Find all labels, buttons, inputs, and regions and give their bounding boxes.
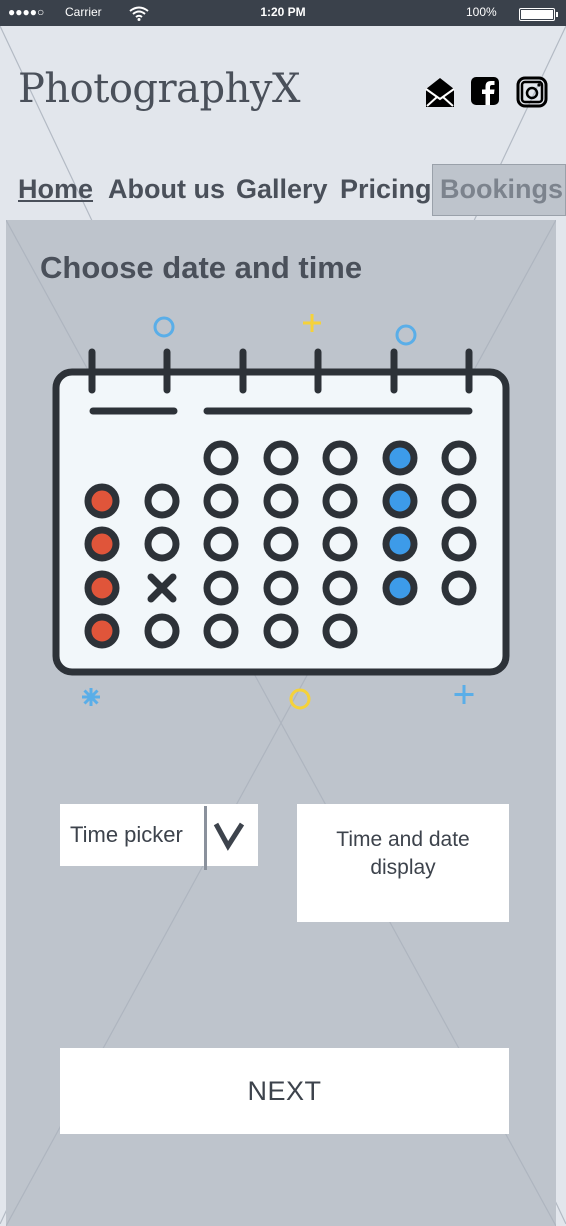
app-frame: PhotographyX Home About us Gallery Prici… xyxy=(0,26,566,1226)
time-date-display: Time and date display xyxy=(297,804,509,922)
deco-asterisk-icon xyxy=(82,688,100,706)
status-bar: ●●●●○ Carrier 1:20 PM 100% xyxy=(0,0,566,26)
battery-percent: 100% xyxy=(466,5,497,19)
site-logo[interactable]: PhotographyX xyxy=(18,66,300,112)
deco-circle-icon xyxy=(153,316,175,338)
clock: 1:20 PM xyxy=(260,5,306,19)
instagram-icon[interactable] xyxy=(516,76,550,110)
booking-panel: Choose date and time xyxy=(6,220,556,1226)
facebook-icon[interactable] xyxy=(470,76,504,110)
next-button[interactable]: NEXT xyxy=(60,1048,509,1134)
carrier-name: Carrier xyxy=(65,5,102,19)
main-nav: Home About us Gallery Pricing Bookings xyxy=(0,164,566,220)
page-title: Choose date and time xyxy=(40,250,363,285)
picker-divider xyxy=(204,806,207,870)
unavailable-day-icon xyxy=(147,573,177,603)
deco-plus-icon xyxy=(454,685,474,704)
nav-about-us[interactable]: About us xyxy=(108,174,225,204)
calendar-icon[interactable] xyxy=(46,310,516,720)
deco-circle-icon xyxy=(289,688,311,710)
deco-plus-icon xyxy=(303,314,321,332)
nav-gallery[interactable]: Gallery xyxy=(236,174,328,204)
battery-icon xyxy=(519,8,558,21)
nav-pricing[interactable]: Pricing xyxy=(340,174,432,204)
deco-circle-icon xyxy=(395,324,417,346)
time-picker-label: Time picker xyxy=(70,822,183,847)
time-picker[interactable]: Time picker xyxy=(60,804,258,870)
signal-strength: ●●●●○ xyxy=(8,5,45,19)
mail-icon[interactable] xyxy=(424,76,458,110)
nav-bookings[interactable]: Bookings xyxy=(432,164,566,216)
time-date-display-text: Time and date display xyxy=(336,828,470,879)
chevron-down-icon[interactable] xyxy=(212,816,248,857)
wifi-icon xyxy=(128,5,150,24)
nav-home[interactable]: Home xyxy=(18,174,94,204)
